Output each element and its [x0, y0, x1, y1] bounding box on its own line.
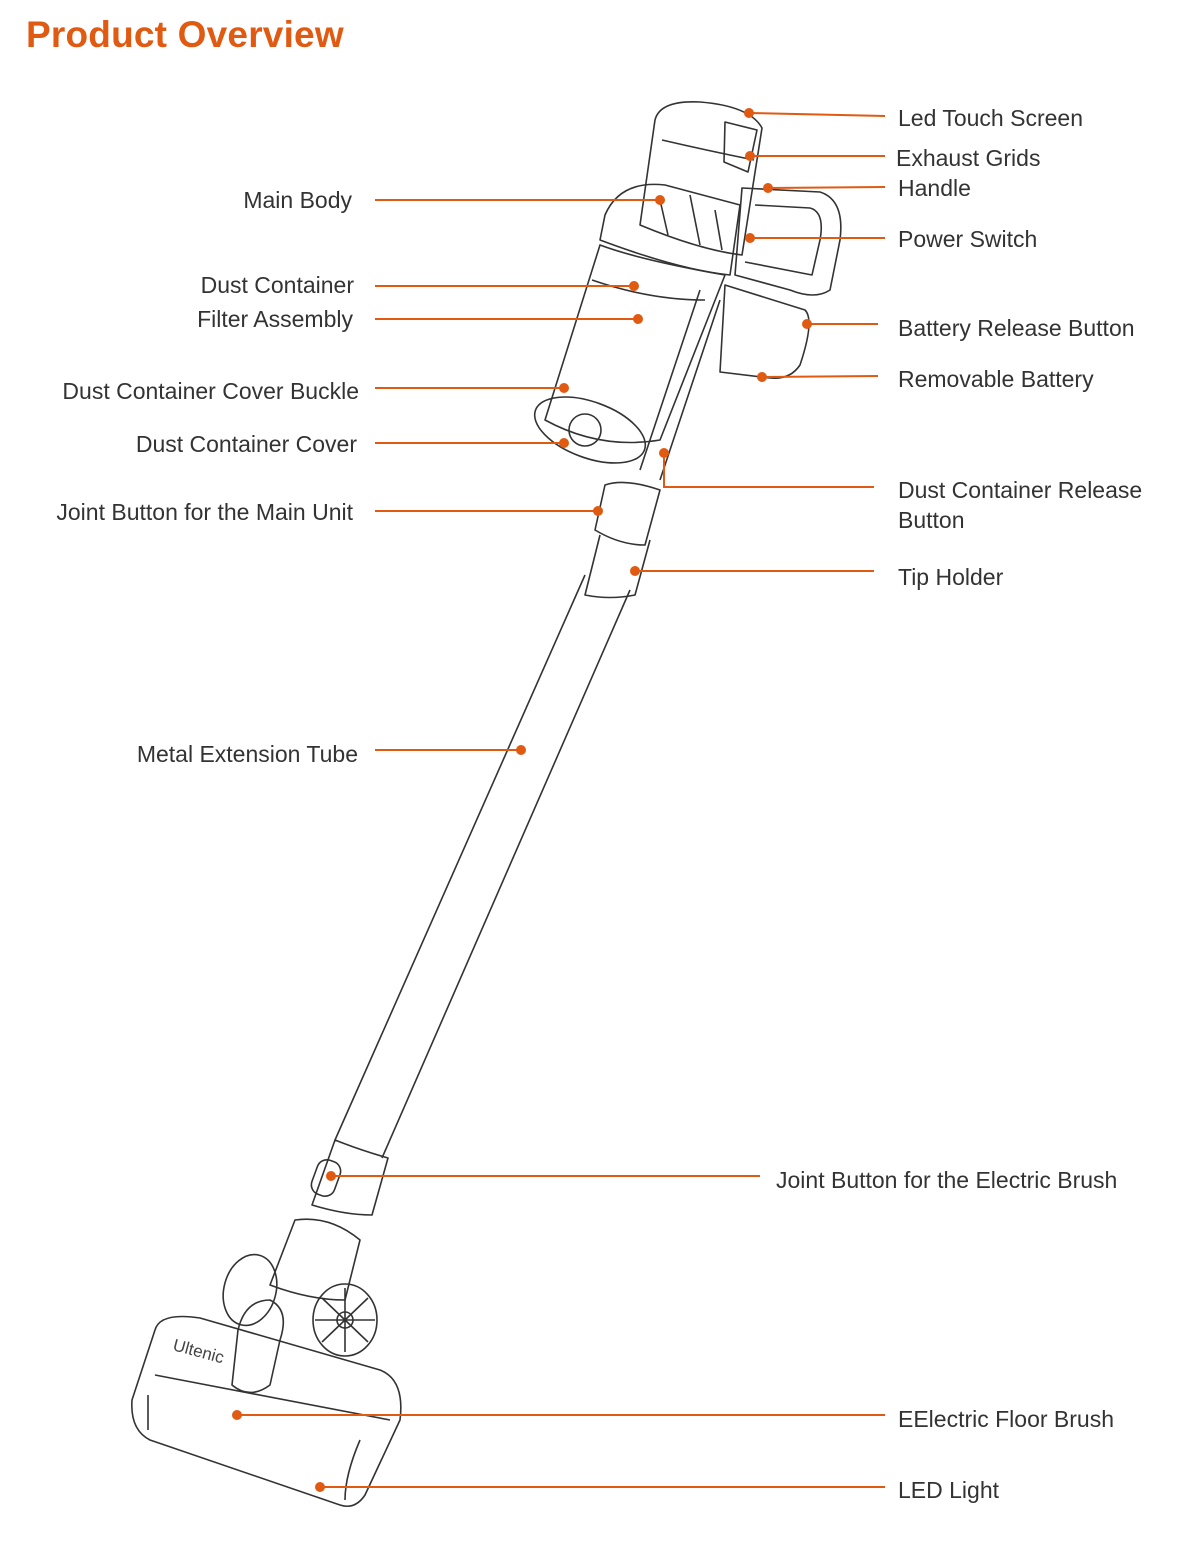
joint-main — [594, 481, 661, 546]
handle-shape — [734, 187, 842, 296]
label-led-touch-screen: Led Touch Screen — [898, 105, 1083, 131]
label-power-switch: Power Switch — [898, 226, 1038, 252]
label-metal-extension-tube: Metal Extension Tube — [136, 741, 358, 767]
vacuum-drawing: Ultenic — [131, 101, 842, 1508]
brand-logo: Ultenic — [171, 1336, 227, 1368]
metal-tube — [334, 574, 631, 1159]
label-led-light: LED Light — [898, 1477, 1000, 1503]
exhaust-grids-shape — [723, 121, 758, 173]
leader-removable-battery — [761, 375, 879, 378]
floor-brush-head — [131, 1315, 402, 1508]
label-dust-container-cover-buckle: Dust Container Cover Buckle — [62, 378, 359, 404]
dust-cover — [533, 396, 647, 464]
label-dust-container: Dust Container — [200, 272, 354, 298]
label-joint-button-electric-brush: Joint Button for the Electric Brush — [776, 1167, 1118, 1193]
label-exhaust-grids: Exhaust Grids — [896, 145, 1041, 171]
label-filter-assembly: Filter Assembly — [197, 306, 353, 332]
battery-shape — [719, 284, 810, 380]
main-body — [599, 183, 741, 276]
label-joint-button-main-unit: Joint Button for the Main Unit — [56, 499, 353, 525]
leader-handle — [767, 186, 886, 189]
label-dust-container-release-line1: Dust Container Release — [898, 477, 1143, 503]
motor-housing — [639, 101, 763, 256]
label-battery-release-button: Battery Release Button — [898, 315, 1135, 341]
label-electric-floor-brush: EElectric Floor Brush — [898, 1406, 1115, 1432]
dust-container — [544, 244, 726, 444]
joint-brush — [311, 1139, 389, 1216]
leader-led-touch-screen — [748, 112, 886, 117]
label-dust-container-cover: Dust Container Cover — [135, 431, 357, 457]
label-main-body: Main Body — [243, 187, 352, 213]
leader-dust-release — [663, 453, 874, 488]
page-title: Product Overview — [26, 14, 344, 55]
label-handle: Handle — [898, 175, 971, 201]
leader-lines — [232, 108, 886, 1492]
label-tip-holder: Tip Holder — [898, 564, 1004, 590]
label-removable-battery: Removable Battery — [898, 366, 1094, 392]
label-dust-container-release-line2: Button — [898, 507, 965, 533]
